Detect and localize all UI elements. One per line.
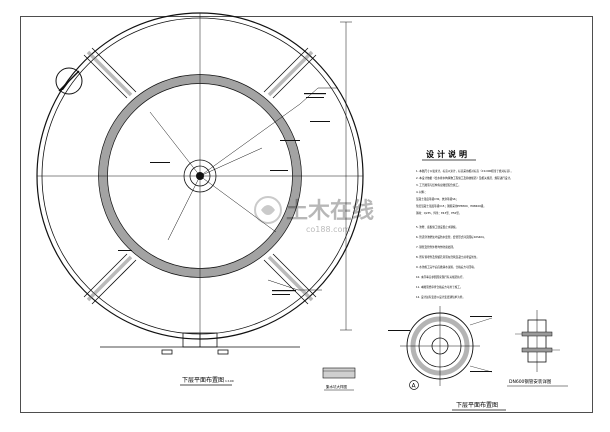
notes-line: 10. 未尽事宜参照国家现行有关规范执行。 (416, 275, 465, 279)
notes-line: 4. 材料： (416, 190, 427, 194)
notes-line: 混凝土强度等级C30，抗渗等级S6； (416, 197, 458, 201)
detail-a-drawing (388, 306, 493, 386)
notes-line: 5. 池壁、底板施工缝设置止水钢板。 (416, 225, 458, 229)
notes-line: 钢材：Q235，焊条：E43型、E50型。 (416, 211, 461, 215)
dn600-detail-drawing (515, 310, 560, 372)
notes-line: 7. 钢管及管件外壁均作防腐处理。 (416, 245, 456, 249)
main-plan-scale: 1:100 (225, 379, 234, 383)
sump-detail-drawing (322, 367, 356, 379)
watermark-brand: 土木在线 (286, 198, 374, 224)
notes-title: 设计说明 (426, 149, 470, 159)
main-plan-title: 下层平面布置图 (182, 376, 224, 384)
notes-line: 9. 水池施工完毕后应做满水试验，合格后方可回填。 (416, 265, 476, 269)
detail-a-marker: A (412, 383, 417, 390)
notes-line: 3. 工艺图须与结构专业图纸配合施工。 (416, 183, 461, 187)
notes-line: 垫层混凝土强度等级C15；钢筋采用HPB300、HRB400级。 (416, 204, 486, 208)
notes-body: 1. 本图尺寸以毫米计，标高以米计，标高采用相对标高（±0.000相当于绝对标高… (416, 169, 513, 299)
notes-line: 1. 本图尺寸以毫米计，标高以米计，标高采用相对标高（±0.000相当于绝对标高… (416, 169, 513, 173)
detail-a-marker-circle (409, 380, 419, 390)
detail-group-title: 下层平面布置图 (456, 401, 498, 409)
sheet-border (20, 16, 593, 413)
notes-line: 6. 管道穿池壁处均设防水套管，套管形式详见国标02S404。 (416, 235, 486, 239)
watermark-logo: 土木在线 co188.com (254, 196, 374, 234)
main-plan-drawing (36, 12, 364, 355)
north-arrow-icon (55, 67, 83, 95)
dn600-detail-title: DN600钢管安装详图 (509, 378, 552, 385)
watermark-domain: co188.com (306, 225, 350, 234)
notes-line: 11. 本图须经审查合格后方可用于施工。 (416, 285, 462, 289)
sump-detail-title: 集水坑大样图 (326, 384, 347, 389)
notes-line: 8. 所有预埋件及预留孔洞须在浇筑混凝土前埋设到位。 (416, 255, 479, 259)
notes-line: 2. 本设计依据《给水排水构筑物工程施工及验收规范》及相关规范、规程进行设计。 (416, 176, 513, 180)
notes-line: 12. 设计如有变更以设计变更通知单为准。 (416, 295, 465, 299)
